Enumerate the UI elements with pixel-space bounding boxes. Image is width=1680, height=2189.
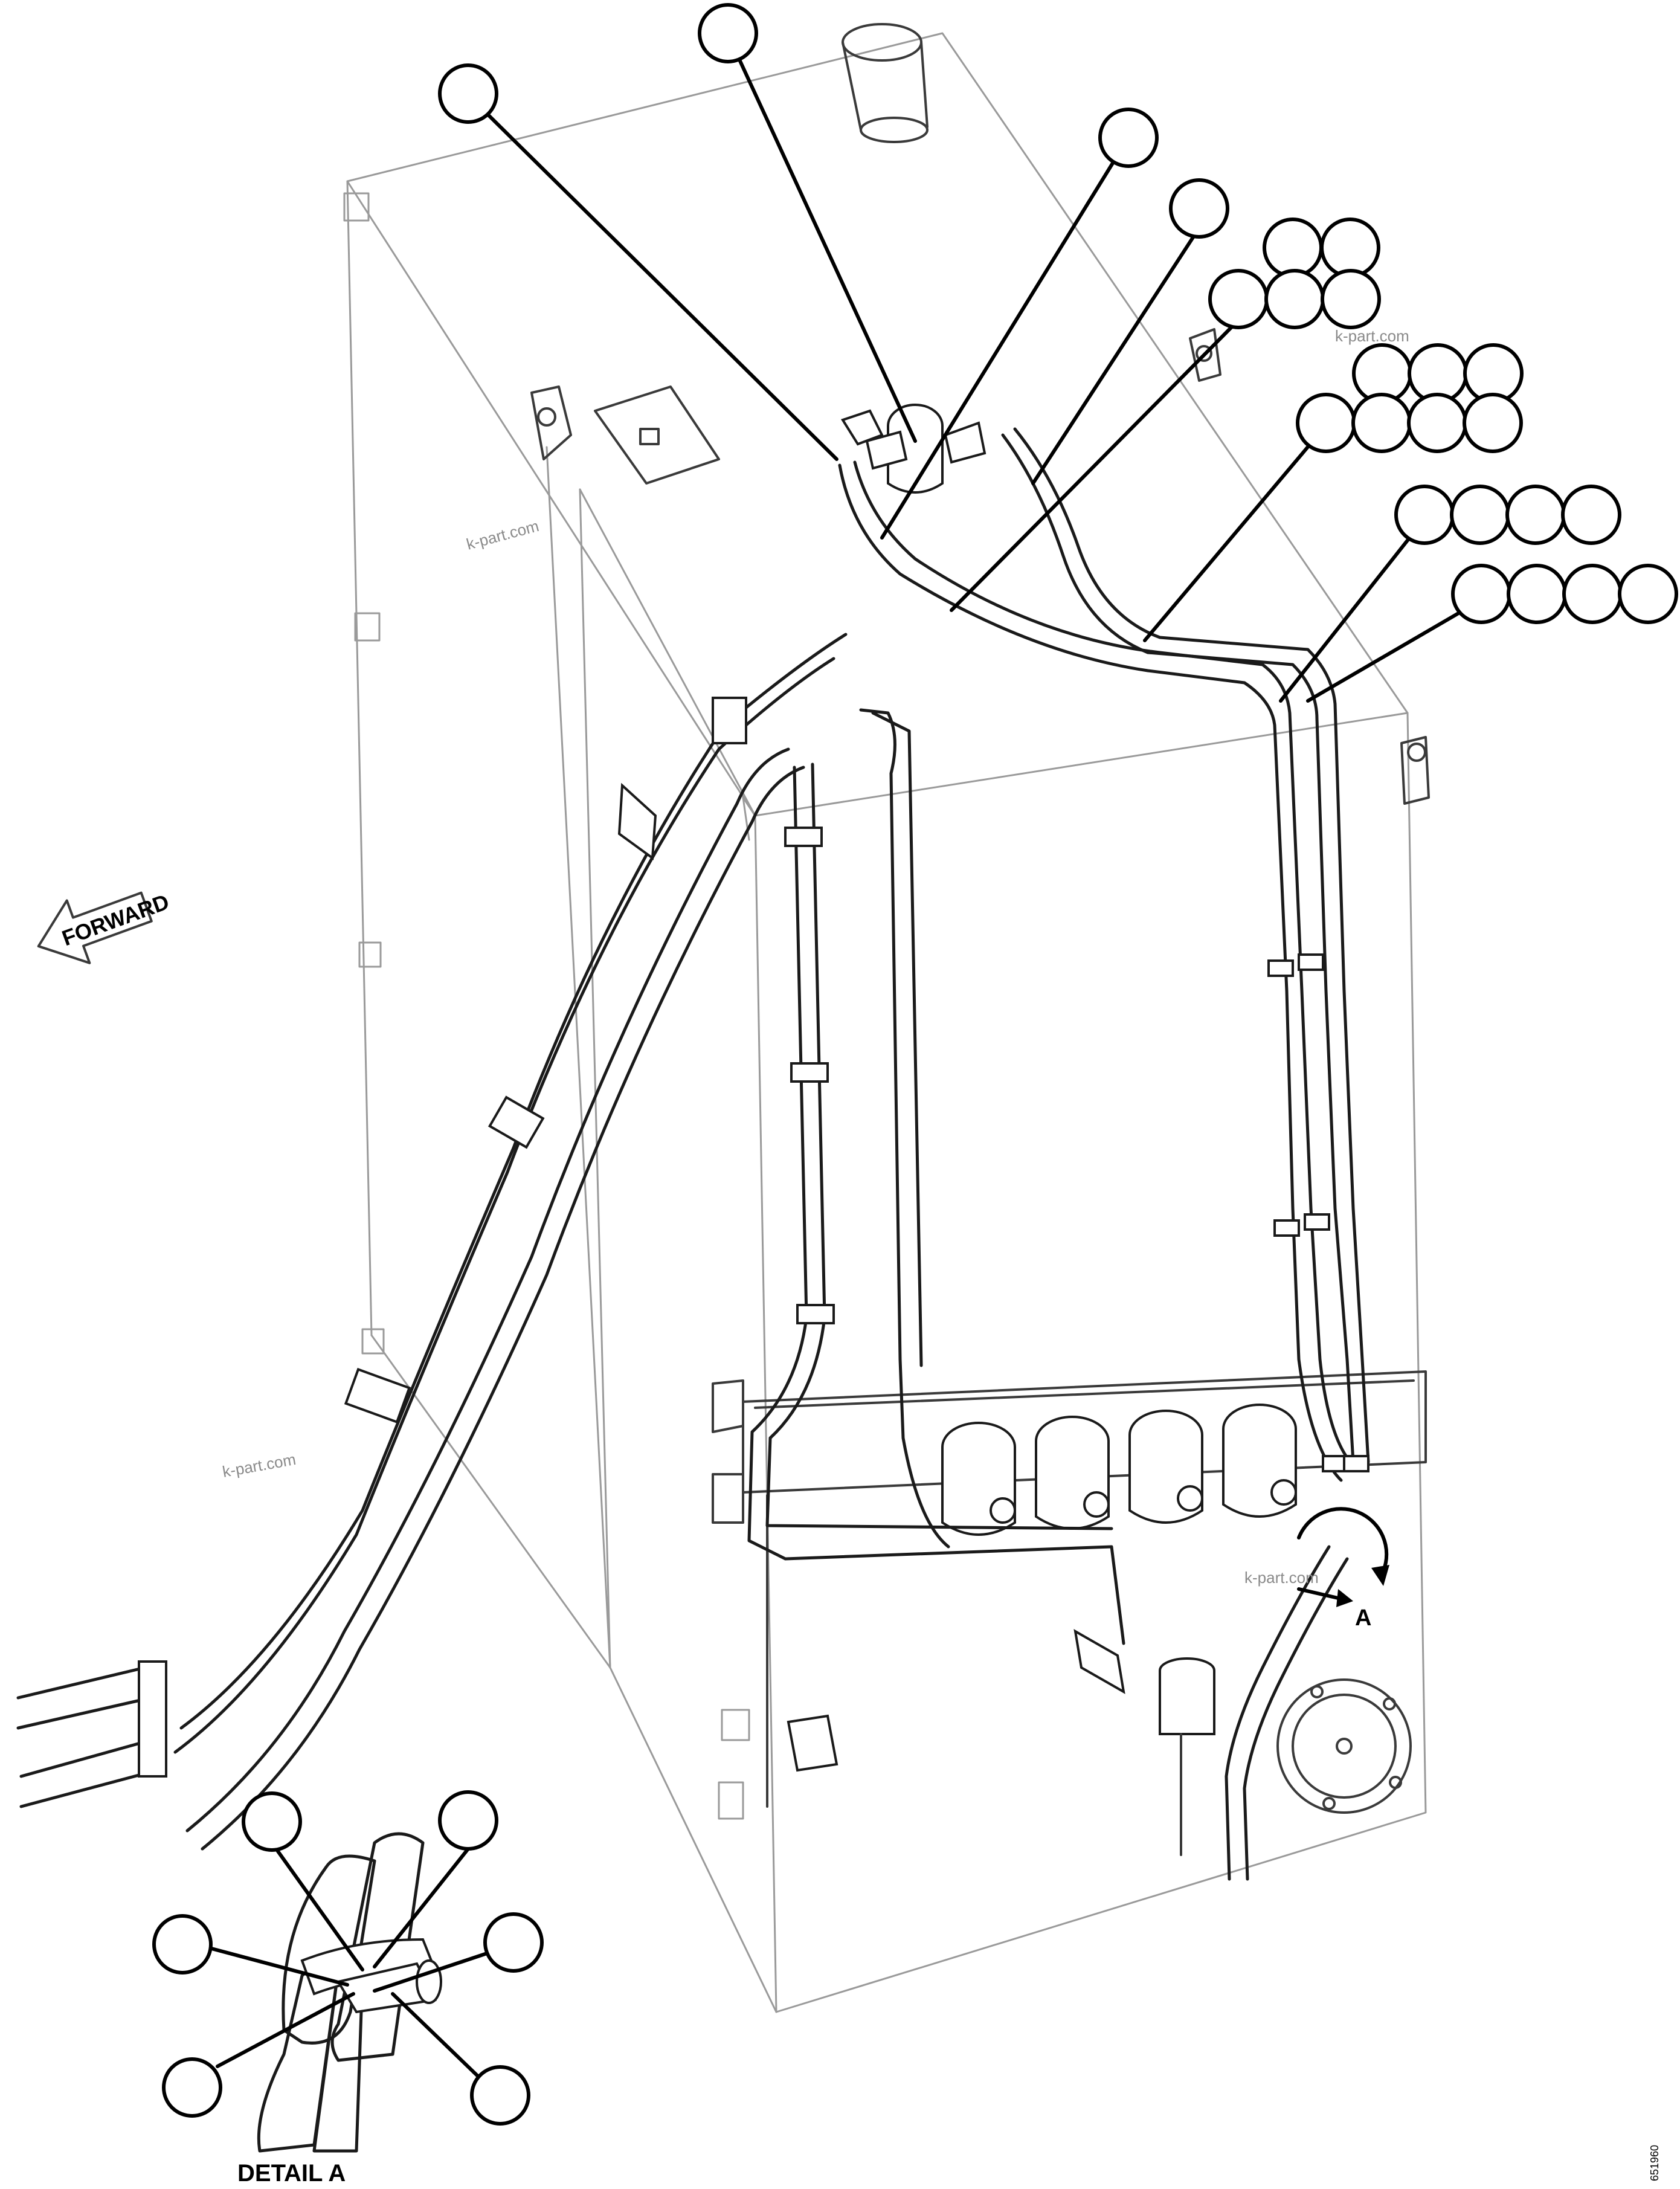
detail-a-callout: A	[1297, 1507, 1389, 1631]
item-balloon	[438, 1790, 498, 1851]
filter-cartridge	[941, 1422, 1016, 1536]
filter-cartridge	[1222, 1404, 1297, 1518]
item-balloon	[152, 1914, 213, 1975]
item-balloon	[1450, 485, 1510, 545]
item-balloon	[1320, 218, 1380, 278]
watermark: k-part.com	[1335, 327, 1409, 345]
detail-caption: DETAIL A	[237, 2160, 346, 2187]
filter-cartridge	[1035, 1416, 1110, 1530]
item-balloon	[1321, 269, 1381, 329]
item-balloons	[438, 3, 1678, 624]
hose-clamps	[138, 697, 1369, 1778]
item-balloon	[1463, 393, 1523, 453]
access-cover	[1276, 1678, 1412, 1814]
watermark: k-part.com	[1244, 1568, 1319, 1587]
filter-cartridge	[1128, 1410, 1203, 1524]
item-balloon	[1561, 485, 1621, 545]
filter-cartridges	[941, 1404, 1297, 1536]
item-balloon	[1618, 564, 1678, 624]
detail-a-label: A	[1355, 1605, 1371, 1631]
item-balloon	[1264, 269, 1325, 329]
hydraulic-tank-outline	[343, 23, 1430, 2013]
detail-balloons	[152, 1790, 544, 2126]
watermark: k-part.com	[221, 1450, 297, 1481]
item-balloon	[483, 1912, 544, 1973]
hydraulic-hoses	[16, 427, 1370, 1881]
item-balloon	[470, 2065, 530, 2126]
forward-label: FORWARD	[59, 889, 172, 950]
item-balloon	[1169, 178, 1229, 239]
pressure-switch-assembly	[840, 404, 986, 494]
detail-a-view	[257, 1832, 442, 2153]
item-balloon	[1208, 269, 1269, 329]
item-balloon	[1296, 393, 1356, 453]
item-balloon	[1394, 485, 1455, 545]
item-balloon	[698, 3, 758, 63]
balloon-leaders	[486, 53, 1476, 703]
item-balloon	[1507, 564, 1567, 624]
item-balloon	[1351, 393, 1412, 453]
accumulator	[1159, 1657, 1215, 1856]
item-balloon	[1562, 564, 1623, 624]
watermark: k-part.com	[465, 517, 541, 553]
item-balloon	[1098, 108, 1159, 168]
item-balloon	[1407, 393, 1467, 453]
item-balloon	[1505, 485, 1566, 545]
item-balloon	[1263, 218, 1323, 278]
item-balloon	[438, 63, 498, 124]
item-balloon	[1451, 564, 1511, 624]
drawing-number: 651960	[1649, 2145, 1661, 2181]
forward-arrow: FORWARD	[37, 889, 172, 964]
detail-balloon-leaders	[210, 1841, 494, 2080]
item-balloon	[162, 2057, 222, 2118]
item-balloon	[242, 1791, 302, 1852]
